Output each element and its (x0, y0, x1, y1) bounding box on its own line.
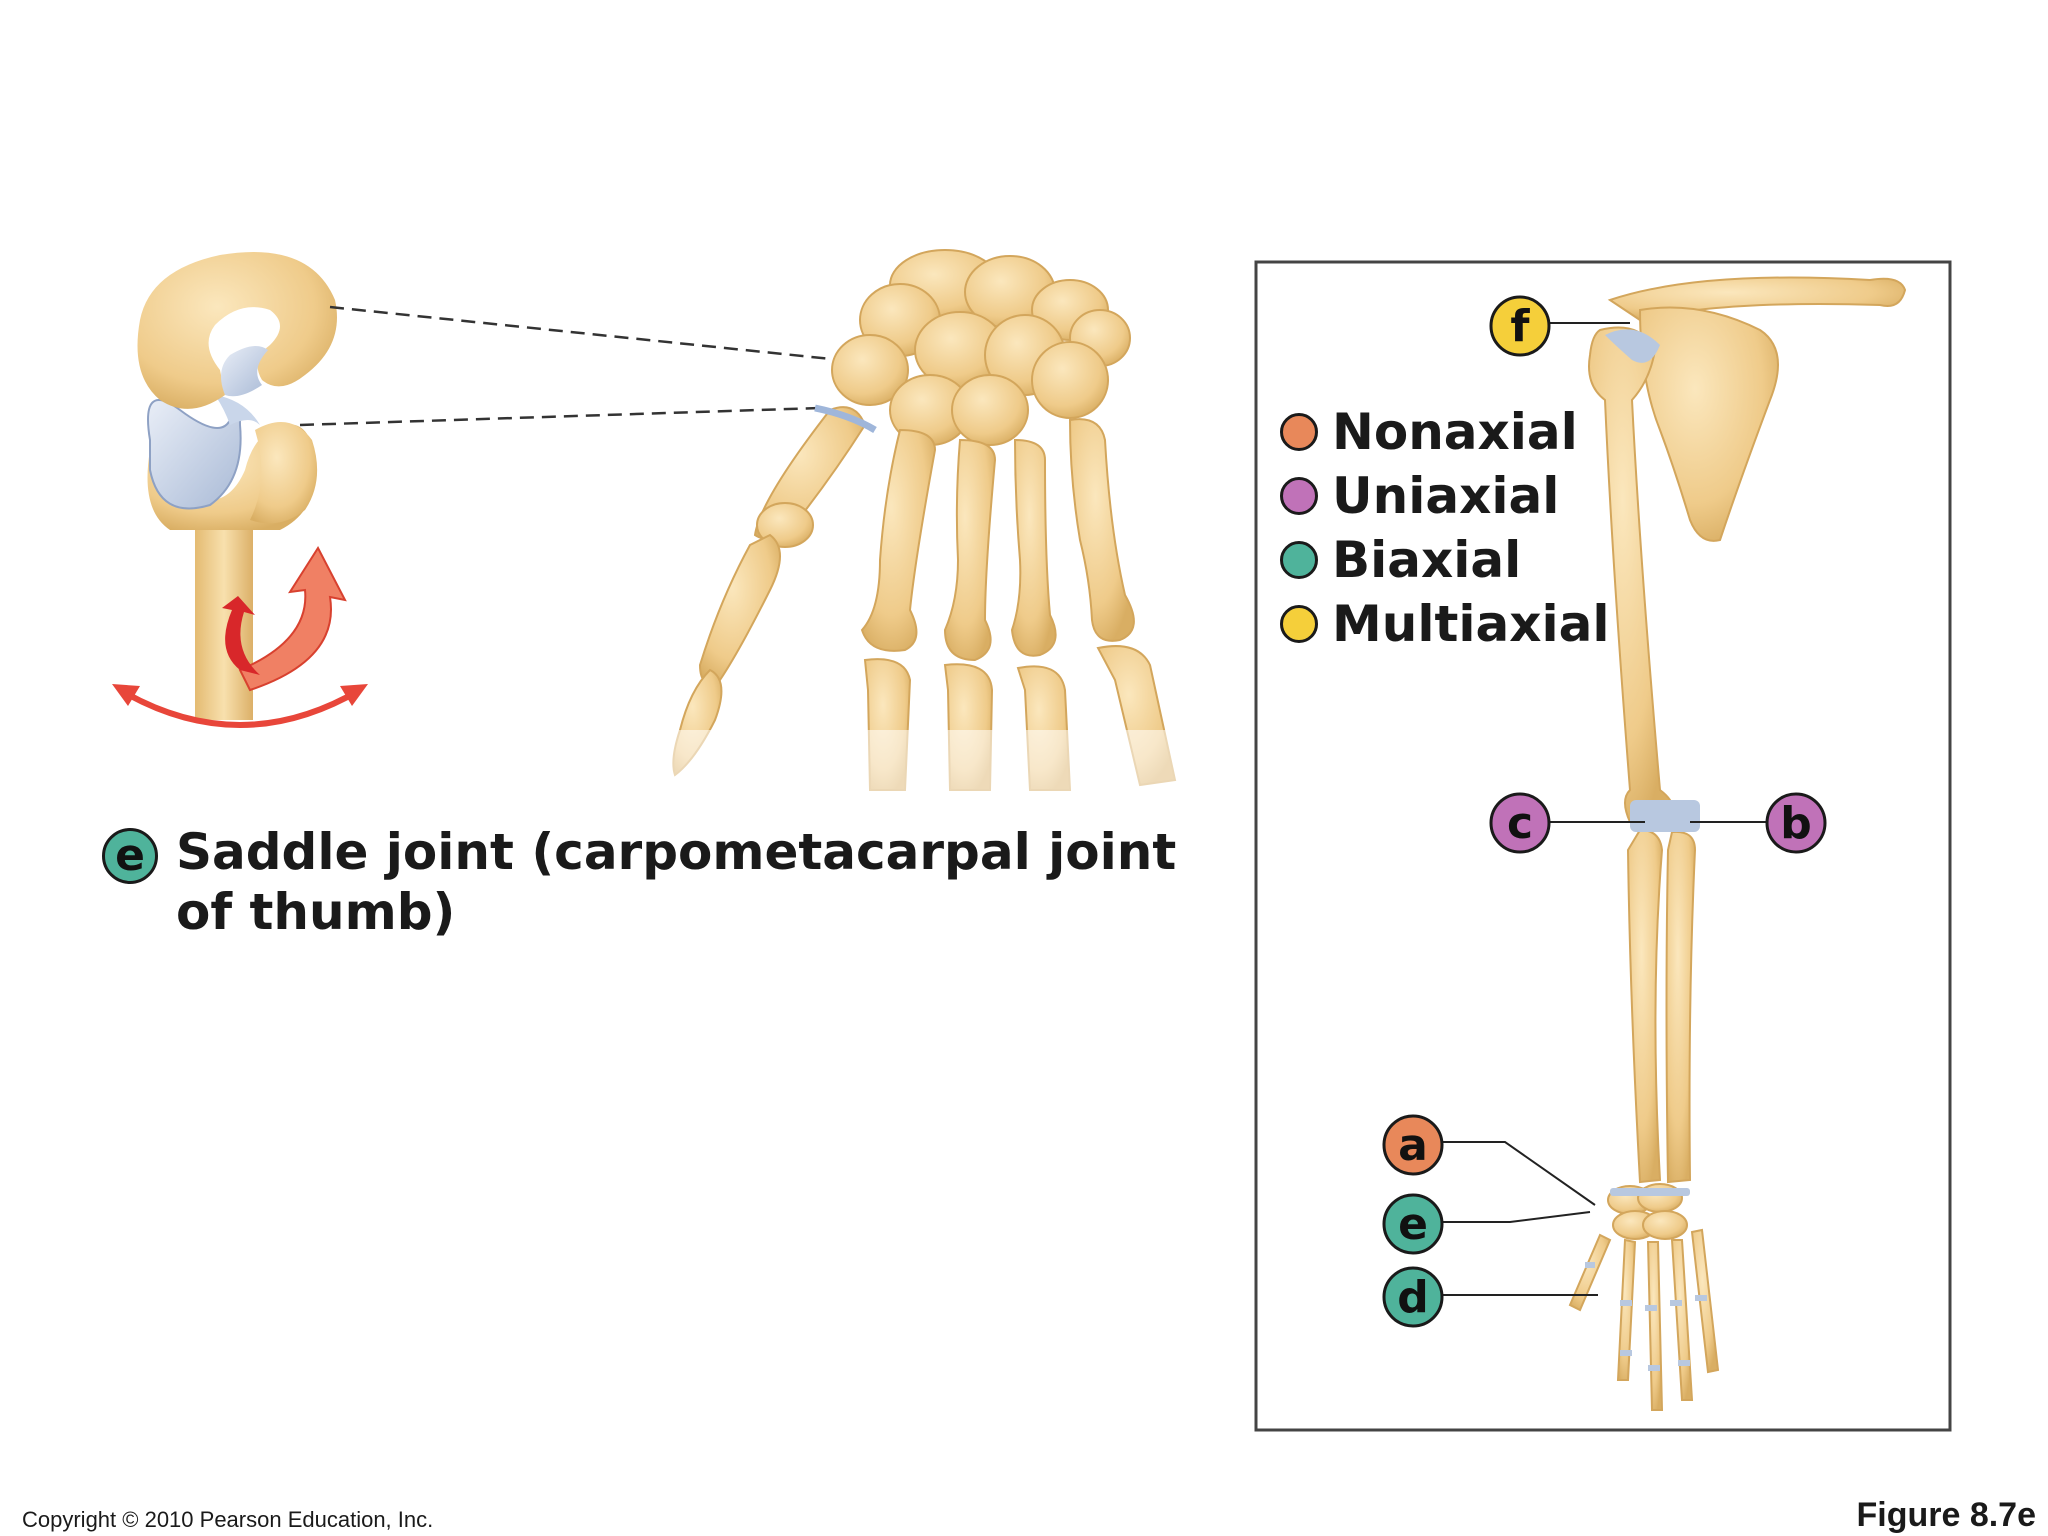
svg-text:a: a (1398, 1120, 1428, 1171)
legend-item-nonaxial: Nonaxial (1280, 400, 1610, 464)
marker-b: b (1765, 792, 1827, 854)
legend-label: Multiaxial (1332, 595, 1610, 653)
svg-text:e: e (1398, 1199, 1428, 1250)
svg-text:f: f (1510, 301, 1530, 352)
legend-swatch (1280, 541, 1318, 579)
saddle-joint-detail (112, 252, 861, 728)
legend-swatch (1280, 605, 1318, 643)
copyright-notice: Copyright © 2010 Pearson Education, Inc. (22, 1507, 434, 1532)
caption-title: Saddle joint (carpometacarpal joint of t… (176, 823, 1177, 941)
legend-label: Nonaxial (1332, 403, 1578, 461)
marker-leader-lines (1440, 322, 1770, 1296)
caption-badge: e (102, 828, 158, 884)
legend-swatch (1280, 477, 1318, 515)
arm-panel-frame (1254, 260, 1952, 1432)
hand-skeleton (672, 249, 1177, 791)
svg-text:c: c (1507, 798, 1533, 849)
legend-label: Biaxial (1332, 531, 1522, 589)
marker-a: a (1382, 1114, 1444, 1176)
arm-joint-cartilage (1585, 329, 1707, 1371)
joint-caption: e Saddle joint (carpometacarpal joint of… (102, 822, 1236, 942)
arm-skeleton (1568, 276, 1907, 1411)
marker-e: e (1382, 1193, 1444, 1255)
marker-c: c (1489, 792, 1551, 854)
saddle-joint-highlight (814, 404, 877, 434)
svg-text:d: d (1397, 1272, 1429, 1323)
joint-type-legend: Nonaxial Uniaxial Biaxial Multiaxial (1280, 400, 1610, 656)
legend-label: Uniaxial (1332, 467, 1560, 525)
marker-d: d (1382, 1266, 1444, 1328)
figure-number: Figure 8.7e (1856, 1496, 2036, 1534)
legend-item-biaxial: Biaxial (1280, 528, 1610, 592)
svg-text:b: b (1780, 798, 1812, 849)
marker-f: f (1489, 295, 1551, 357)
legend-item-uniaxial: Uniaxial (1280, 464, 1610, 528)
legend-swatch (1280, 413, 1318, 451)
legend-item-multiaxial: Multiaxial (1280, 592, 1610, 656)
